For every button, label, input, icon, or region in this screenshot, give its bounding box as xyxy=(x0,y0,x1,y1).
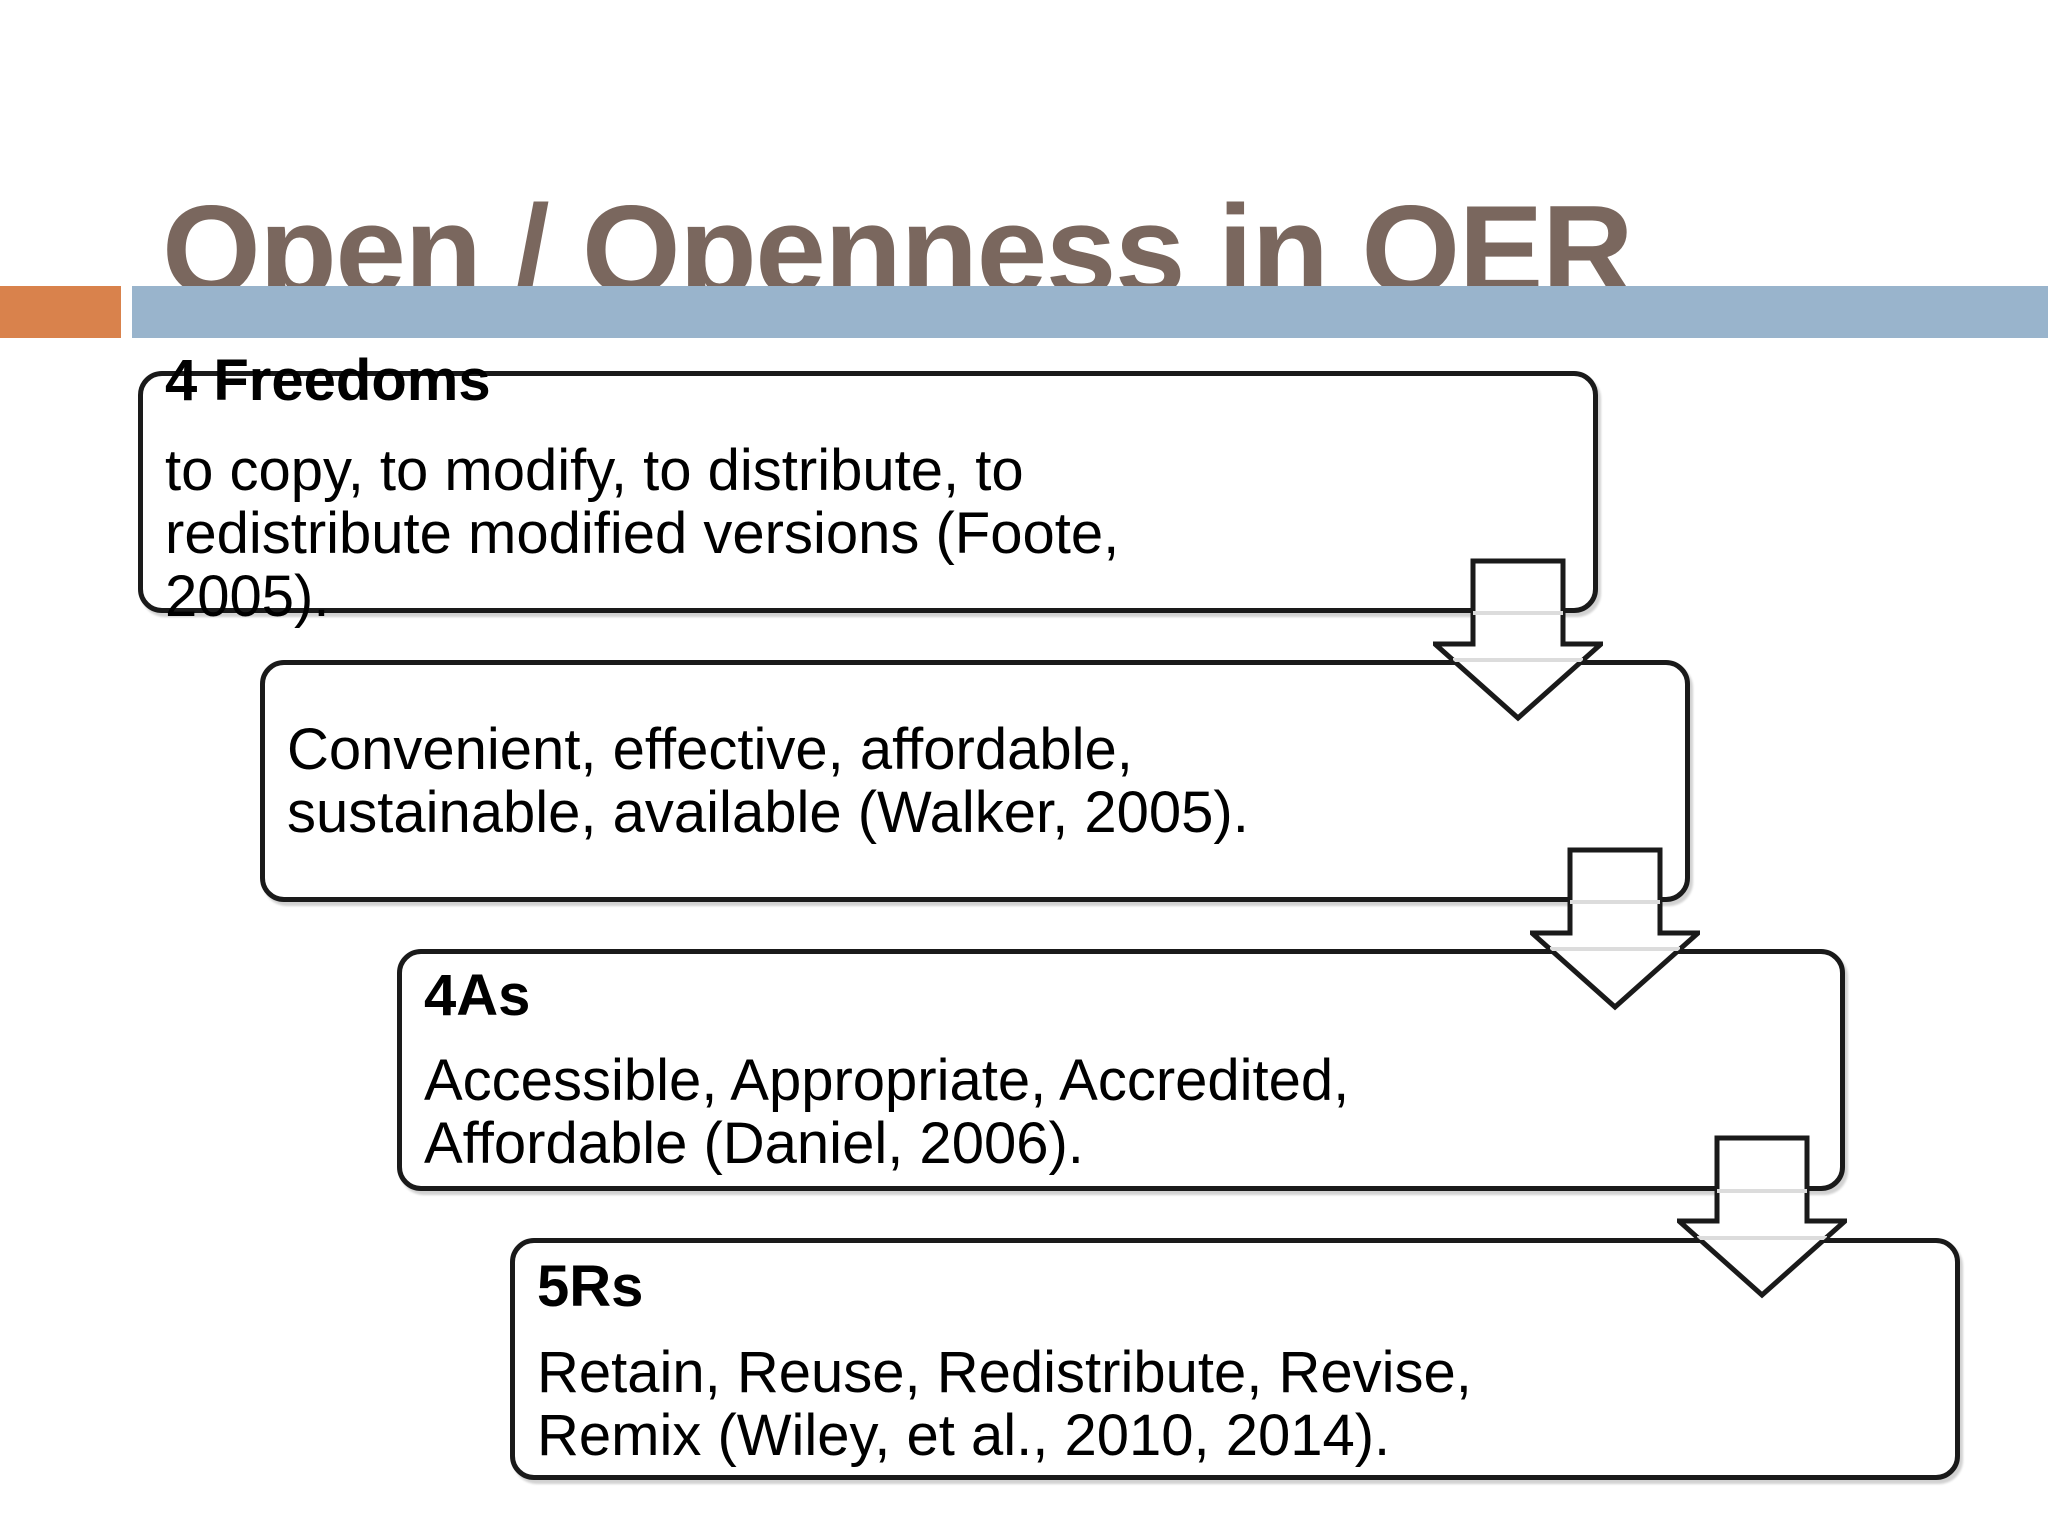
box-body-line: 2005). xyxy=(165,564,330,629)
box-body-line: Convenient, effective, affordable, xyxy=(287,717,1133,782)
box-heading: 4As xyxy=(424,963,531,1028)
flow-box-5rs: 5Rs Retain, Reuse, Redistribute, Revise,… xyxy=(510,1238,1960,1480)
down-arrow-icon xyxy=(1433,558,1603,722)
box-body: to copy, to modify, to distribute, to re… xyxy=(165,439,1119,628)
box-heading: 4 Freedoms xyxy=(165,348,491,413)
box-body-line: Accessible, Appropriate, Accredited, xyxy=(424,1048,1350,1113)
down-arrow-icon xyxy=(1530,847,1700,1011)
box-heading: 5Rs xyxy=(537,1254,644,1319)
box-body-line: Retain, Reuse, Redistribute, Revise, xyxy=(537,1340,1472,1405)
flow-box-walker: Convenient, effective, affordable, susta… xyxy=(260,660,1690,902)
down-arrow-icon xyxy=(1677,1135,1847,1299)
accent-bar-orange xyxy=(0,286,121,338)
box-body: Accessible, Appropriate, Accredited, Aff… xyxy=(424,1049,1349,1175)
box-body-line: Affordable (Daniel, 2006). xyxy=(424,1111,1084,1176)
box-body: Convenient, effective, affordable, susta… xyxy=(287,718,1249,844)
flow-box-4-freedoms: 4 Freedoms to copy, to modify, to distri… xyxy=(138,349,1598,628)
box-body: Retain, Reuse, Redistribute, Revise, Rem… xyxy=(537,1341,1472,1467)
box-body-line: to copy, to modify, to distribute, to xyxy=(165,438,1024,503)
accent-bar-blue xyxy=(132,286,2048,338)
box-body-line: redistribute modified versions (Foote, xyxy=(165,501,1120,566)
box-body-line: sustainable, available (Walker, 2005). xyxy=(287,780,1249,845)
box-body-line: Remix (Wiley, et al., 2010, 2014). xyxy=(537,1403,1391,1468)
